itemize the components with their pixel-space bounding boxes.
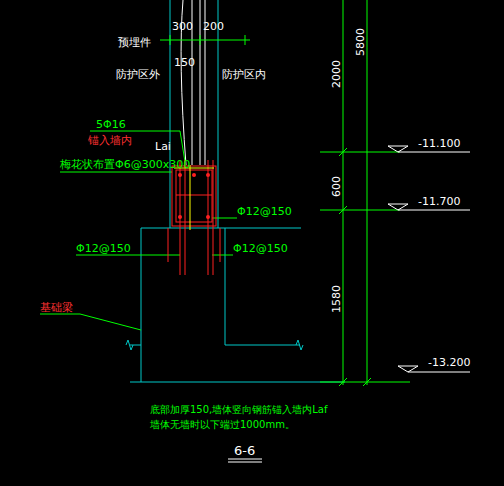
annotation-label: Φ12@150 (233, 242, 288, 255)
annotation-label: -13.200 (428, 356, 470, 369)
dimension-text: 600 (330, 176, 343, 197)
annotation-label: 防护区内 (222, 68, 266, 81)
dimension-text: 5800 (354, 28, 367, 56)
annotation-label: 底部加厚150,墙体竖向钢筋锚入墙内Laf (150, 403, 328, 416)
annotation-label: 锚入墙内 (88, 134, 132, 147)
annotation-label: 基础梁 (40, 301, 73, 314)
annotation-label: 预埋件 (118, 36, 151, 49)
dimension-text: 2000 (330, 60, 343, 88)
annotation-label: Lai (155, 140, 171, 153)
annotation-label: 150 (174, 56, 195, 69)
annotation-label: 防护区外 (116, 68, 160, 81)
annotation-label: Φ12@150 (76, 242, 131, 255)
dimension-text: 1580 (330, 285, 343, 313)
annotation-label: 200 (203, 20, 224, 33)
annotation-label: 梅花状布置Φ6@300x300 (60, 158, 190, 171)
annotation-label: Φ12@150 (237, 205, 292, 218)
annotation-label: -11.100 (418, 137, 460, 150)
annotation-label: -11.700 (418, 195, 460, 208)
annotation-label: 5Φ16 (96, 118, 126, 131)
annotation-label: 墙体无墙时以下端过1000mm。 (150, 418, 295, 431)
annotation-label: 300 (172, 20, 193, 33)
annotation-label: 6-6 (234, 444, 255, 457)
